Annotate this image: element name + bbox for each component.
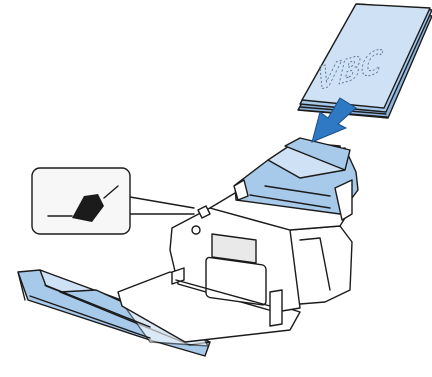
power-button	[192, 226, 200, 234]
callout-box	[32, 168, 194, 234]
scanner-body	[118, 190, 352, 342]
document-stack: VBC	[298, 4, 432, 118]
